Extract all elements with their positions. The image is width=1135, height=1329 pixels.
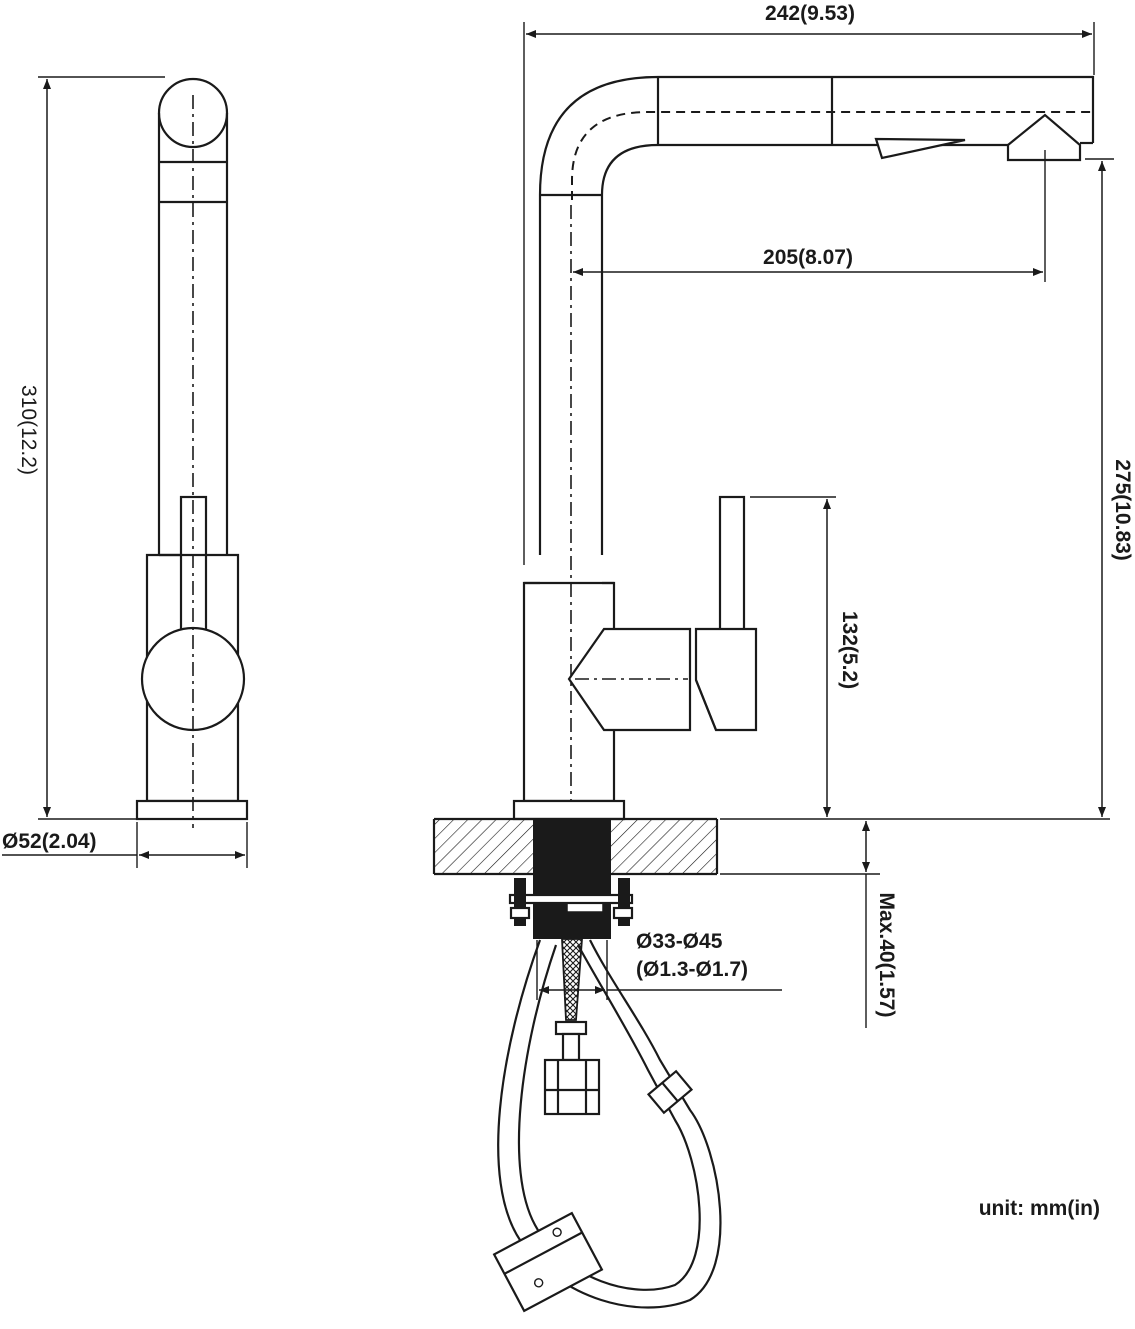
- dim-spout-height: 275(10.83): [1111, 459, 1134, 561]
- front-view: 242(9.53) 205(8.07) 275(10.83) 132(5.2) …: [432, 2, 1134, 1313]
- dim-max-deck-thickness: Max.40(1.57): [875, 893, 898, 1018]
- base-plate: [135, 799, 249, 821]
- spray-head: [1006, 113, 1082, 162]
- mounting-washer: [508, 893, 634, 905]
- front-handle-lever: [718, 495, 746, 634]
- dim-spout-length: 242(9.53): [765, 2, 855, 25]
- dim-handle-height: 132(5.2): [838, 611, 861, 689]
- front-handle-body: [694, 627, 758, 732]
- dim-spout-reach: 205(8.07): [763, 246, 853, 269]
- spout-inner: [600, 143, 1008, 555]
- braided-hose: [561, 938, 583, 1021]
- spout-column: [157, 113, 229, 555]
- hose-fitting: [646, 1069, 694, 1115]
- dim-base-diameter: Ø52(2.04): [2, 830, 97, 853]
- dim-total-height: 310(12.2): [17, 385, 40, 475]
- spray-symbol: [874, 137, 966, 160]
- dim-hole-diameter-mm: Ø33-Ø45: [636, 930, 723, 953]
- pullout-hose-outer: [497, 939, 722, 1309]
- side-view: 310(12.2) Ø52(2.04): [2, 76, 249, 868]
- hose-weight: [492, 1211, 604, 1313]
- spout-waterway: [571, 111, 1093, 200]
- unit-note: unit: mm(in): [979, 1197, 1100, 1220]
- hose-connector: [543, 1058, 601, 1116]
- front-base-plate: [512, 799, 626, 821]
- dim-hole-diameter-in: (Ø1.3-Ø1.7): [636, 958, 748, 981]
- shank: [533, 819, 611, 879]
- spout-outer: [538, 75, 1095, 555]
- spout-top-circle: [157, 77, 229, 149]
